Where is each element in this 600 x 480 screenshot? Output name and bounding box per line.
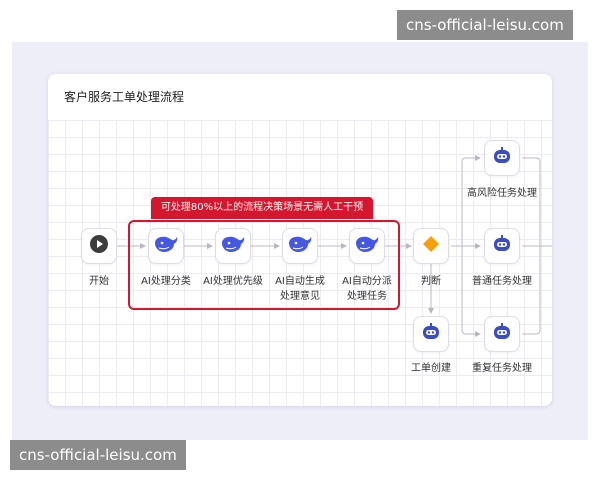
node-ai-classify[interactable]: [148, 228, 184, 264]
whale-icon: [354, 234, 380, 258]
node-repeat[interactable]: [484, 316, 520, 352]
bot-icon: [492, 147, 512, 169]
node-ai-opinion[interactable]: [282, 228, 318, 264]
watermark-top: cns-official-leisu.com: [397, 10, 573, 40]
highlight-banner: 可处理80%以上的流程决策场景无需人工干预: [151, 197, 373, 219]
node-judge-label: 判断: [421, 276, 441, 287]
node-judge[interactable]: [413, 228, 449, 264]
diamond-icon: [422, 235, 440, 257]
watermark-bottom: cns-official-leisu.com: [10, 440, 186, 470]
node-ai-priority-label: AI处理优先级: [203, 276, 263, 287]
bot-icon: [492, 235, 512, 257]
highlight-frame: [128, 220, 400, 310]
card-title: 客户服务工单处理流程: [64, 90, 185, 104]
node-high-risk[interactable]: [484, 140, 520, 176]
node-ai-dispatch-label: AI自动分派 处理任务: [342, 276, 392, 302]
node-ai-opinion-label: AI自动生成 处理意见: [275, 276, 325, 302]
node-normal[interactable]: [484, 228, 520, 264]
play-icon: [89, 234, 109, 258]
node-start-label: 开始: [89, 276, 109, 287]
whale-icon: [287, 234, 313, 258]
whale-icon: [153, 234, 179, 258]
node-ticket-create[interactable]: [413, 316, 449, 352]
connector-judge-highrisk: [461, 155, 481, 246]
node-start[interactable]: [81, 228, 117, 264]
node-ticket-create-label: 工单创建: [411, 363, 451, 374]
node-ai-priority[interactable]: [215, 228, 251, 264]
node-normal-label: 普通任务处理: [472, 276, 532, 287]
node-high-risk-label: 高风险任务处理: [467, 188, 537, 199]
whale-icon: [220, 234, 246, 258]
node-ai-dispatch[interactable]: [349, 228, 385, 264]
connector-judge-repeat: [461, 246, 481, 337]
node-ai-classify-label: AI处理分类: [141, 276, 191, 287]
bot-icon: [421, 323, 441, 345]
node-repeat-label: 重复任务处理: [472, 363, 532, 374]
bot-icon: [492, 323, 512, 345]
